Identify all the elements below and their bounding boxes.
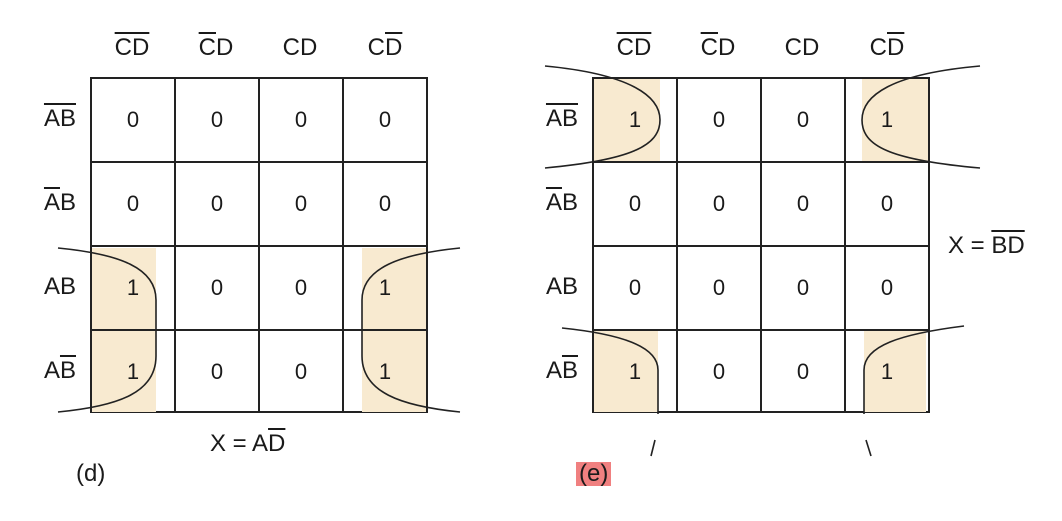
- kmap-d-group-left-loop: [57, 247, 157, 413]
- kmap-e-group-tl-loop: [544, 65, 661, 169]
- kmap-e-expression: X = BD: [948, 232, 1025, 259]
- kmap-e-group-br-loop: [863, 325, 965, 414]
- kmap-e-cell: 0: [796, 359, 810, 384]
- kmap-d-row-header: AB: [43, 273, 76, 300]
- kmap-e-group-bl-loop: [561, 327, 659, 414]
- kmap-e-cell: 1: [628, 107, 642, 132]
- kmap-e-row-header: AB: [545, 357, 578, 384]
- kmap-d-cell: 0: [126, 191, 140, 216]
- kmap-d-cell: 0: [126, 107, 140, 132]
- kmap-e-cell: 1: [880, 359, 894, 384]
- grid-line: [844, 77, 846, 413]
- grid-line: [342, 77, 344, 413]
- kmap-d-col-header: CD: [367, 34, 403, 61]
- kmap-e-col-header: CD: [869, 34, 905, 61]
- kmap-d-cell: 0: [210, 359, 224, 384]
- grid-line: [90, 245, 428, 247]
- grid-line: [90, 329, 428, 331]
- kmap-d-group-right-loop: [361, 247, 461, 413]
- kmap-d-cell: 0: [294, 191, 308, 216]
- kmap-e-col-header: CD: [784, 34, 820, 61]
- kmap-e-cell: 1: [880, 107, 894, 132]
- kmap-d-row-header: AB: [43, 357, 76, 384]
- kmap-d-col-header: CD: [114, 34, 150, 61]
- kmap-e-row-header: AB: [545, 273, 578, 300]
- kmap-d-cell: 0: [378, 191, 392, 216]
- kmap-e-cell: 0: [796, 191, 810, 216]
- kmap-d-row-header: AB: [43, 105, 76, 132]
- kmap-d-cell: 0: [210, 191, 224, 216]
- kmap-e-cell: 0: [796, 107, 810, 132]
- kmap-d-cell: 1: [378, 359, 392, 384]
- kmap-e-group-fill: [594, 79, 660, 161]
- kmap-e-cell: 0: [628, 275, 642, 300]
- kmap-e-group-tr-loop: [861, 65, 981, 169]
- kmap-d-row-header: AB: [43, 189, 76, 216]
- kmap-d-cell: 1: [126, 359, 140, 384]
- kmap-e-cell: 0: [880, 191, 894, 216]
- kmap-e-caption: (e): [576, 462, 612, 486]
- kmap-d-cell: 0: [378, 107, 392, 132]
- kmap-d-cell: 0: [210, 107, 224, 132]
- grid-line: [592, 245, 930, 247]
- kmap-d-col-header: CD: [198, 34, 234, 61]
- kmap-e-col-header: CD: [616, 34, 652, 61]
- kmap-e-cell: 0: [880, 275, 894, 300]
- kmap-e-cell: 0: [712, 107, 726, 132]
- kmap-d-cell: 0: [210, 275, 224, 300]
- kmap-e-cell: 0: [712, 191, 726, 216]
- kmap-e-cell: 0: [796, 275, 810, 300]
- kmap-d-col-header: CD: [282, 34, 318, 61]
- kmap-d-cell: 0: [294, 359, 308, 384]
- kmap-e-cell: 1: [628, 359, 642, 384]
- kmap-d-cell: 1: [126, 275, 140, 300]
- kmap-e-cell: 0: [712, 275, 726, 300]
- kmap-e-col-header: CD: [700, 34, 736, 61]
- kmap-d-cell: 1: [378, 275, 392, 300]
- kmap-e-cell: 0: [628, 191, 642, 216]
- kmap-e-group-fill: [864, 330, 926, 412]
- kmap-d-cell: 0: [294, 107, 308, 132]
- kmap-e-row-header: AB: [545, 189, 578, 216]
- kmap-e-group-fill: [862, 79, 928, 161]
- kmap-e-group-fill: [594, 330, 658, 412]
- kmap-e-row-header: AB: [545, 105, 578, 132]
- kmap-d-cell: 0: [294, 275, 308, 300]
- kmap-d-caption: (d): [76, 460, 106, 487]
- grid-line: [592, 329, 930, 331]
- kmap-d-expression: X = AD: [210, 430, 286, 457]
- kmap-e-cell: 0: [712, 359, 726, 384]
